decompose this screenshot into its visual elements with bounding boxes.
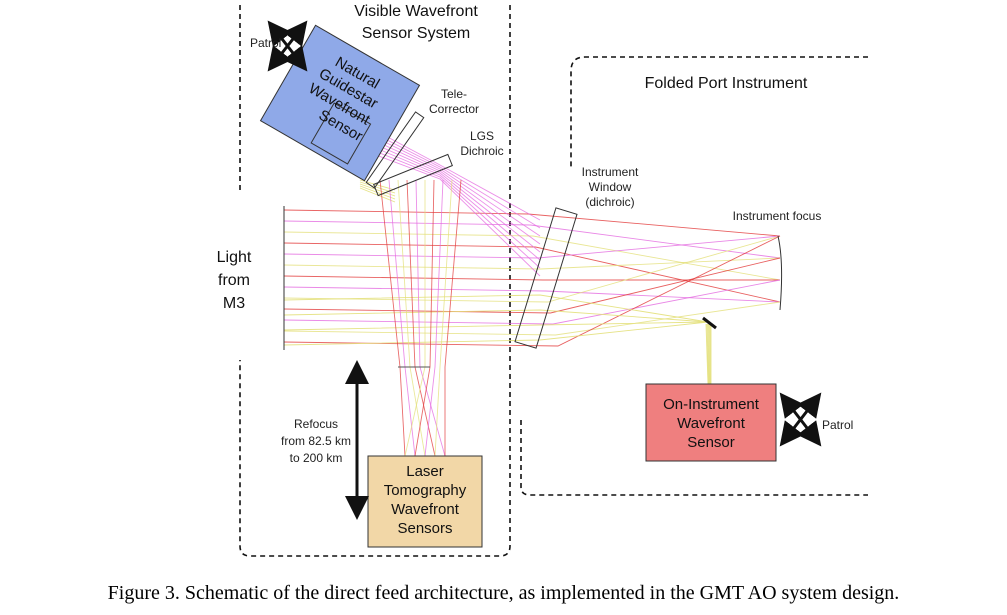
ray-line [283, 235, 781, 303]
ltws-label-4: Sensors [397, 520, 452, 537]
folded-port-title: Folded Port Instrument [645, 75, 808, 92]
ray-line [708, 323, 711, 385]
ray-line [359, 185, 396, 200]
ray-line [359, 179, 396, 191]
folded-port-boundary [520, 56, 868, 496]
schematic-svg: Natural Guidestar Wavefront Sensor Laser… [217, 3, 868, 557]
patrol-top-label: Patrol [250, 36, 281, 50]
ray-line [283, 220, 781, 259]
oiwfs-fold-mirror [702, 316, 717, 330]
oiwfs-label-2: Wavefront [677, 415, 746, 432]
ray-line [283, 275, 780, 281]
ltws-label-2: Tomography [384, 482, 467, 499]
ray-line [351, 141, 541, 269]
light-label-3: M3 [223, 295, 245, 312]
refocus-label-2: from 82.5 km [281, 434, 351, 448]
instrument-window-dichroic [514, 207, 578, 349]
oiwfs-box: On-Instrument Wavefront Sensor [645, 383, 777, 462]
ray-line [388, 179, 416, 457]
refocus-label-1: Refocus [294, 417, 338, 431]
lgs-dichroic-label-1: LGS [470, 129, 494, 143]
instrument-window-label-2: Window [589, 180, 632, 194]
ray-line [283, 257, 781, 270]
ray-line [705, 323, 709, 385]
ray-line [283, 279, 781, 325]
ray-line [283, 257, 781, 314]
ray-line [415, 179, 446, 457]
ray-line [283, 242, 781, 303]
instrument-window-label-3: (dichroic) [585, 195, 634, 209]
patrol-arrows-right [779, 392, 822, 447]
ray-line [283, 209, 781, 237]
visible-wfs-title-1: Visible Wavefront [354, 3, 478, 20]
tele-corrector-label-1: Tele- [441, 87, 467, 101]
tele-corrector-label-2: Corrector [429, 102, 479, 116]
instrument-focus-label: Instrument focus [733, 209, 822, 223]
ray-line [283, 321, 709, 346]
visible-wfs-boundary [239, 5, 511, 557]
patrol-arrows-top [267, 20, 308, 72]
ray-line [351, 145, 541, 277]
oiwfs-label-1: On-Instrument [663, 396, 760, 413]
ray-line [444, 179, 462, 456]
ray-line [397, 179, 426, 457]
light-label-1: Light [217, 249, 252, 266]
instrument-focus-surface [777, 235, 783, 311]
figure-caption: Figure 3. Schematic of the direct feed a… [107, 582, 900, 604]
ray-line [707, 323, 710, 385]
ltws-label-3: Wavefront [391, 501, 460, 518]
ray-line [283, 294, 709, 323]
oiwfs-label-3: Sensor [687, 434, 735, 451]
ray-line [434, 179, 453, 457]
light-label-2: from [218, 272, 250, 289]
ray-line [706, 323, 710, 385]
patrol-right-label: Patrol [822, 418, 853, 432]
ray-line [283, 231, 781, 281]
refocus-label-3: to 200 km [290, 451, 343, 465]
ray-line [283, 309, 709, 323]
ray-line [283, 286, 781, 303]
ray-line [359, 183, 396, 197]
lgs-dichroic-label-2: Dichroic [460, 144, 503, 158]
instrument-window-label-1: Instrument [582, 165, 639, 179]
ray-line [424, 179, 444, 457]
ray-line [283, 301, 781, 336]
tele-corrector [365, 111, 425, 189]
ray-line [283, 321, 709, 331]
ltws-box: Laser Tomography Wavefront Sensors [367, 455, 483, 548]
lgs-dichroic [373, 153, 453, 197]
visible-wfs-title-2: Sensor System [362, 25, 470, 42]
ltws-label-1: Laser [406, 463, 444, 480]
